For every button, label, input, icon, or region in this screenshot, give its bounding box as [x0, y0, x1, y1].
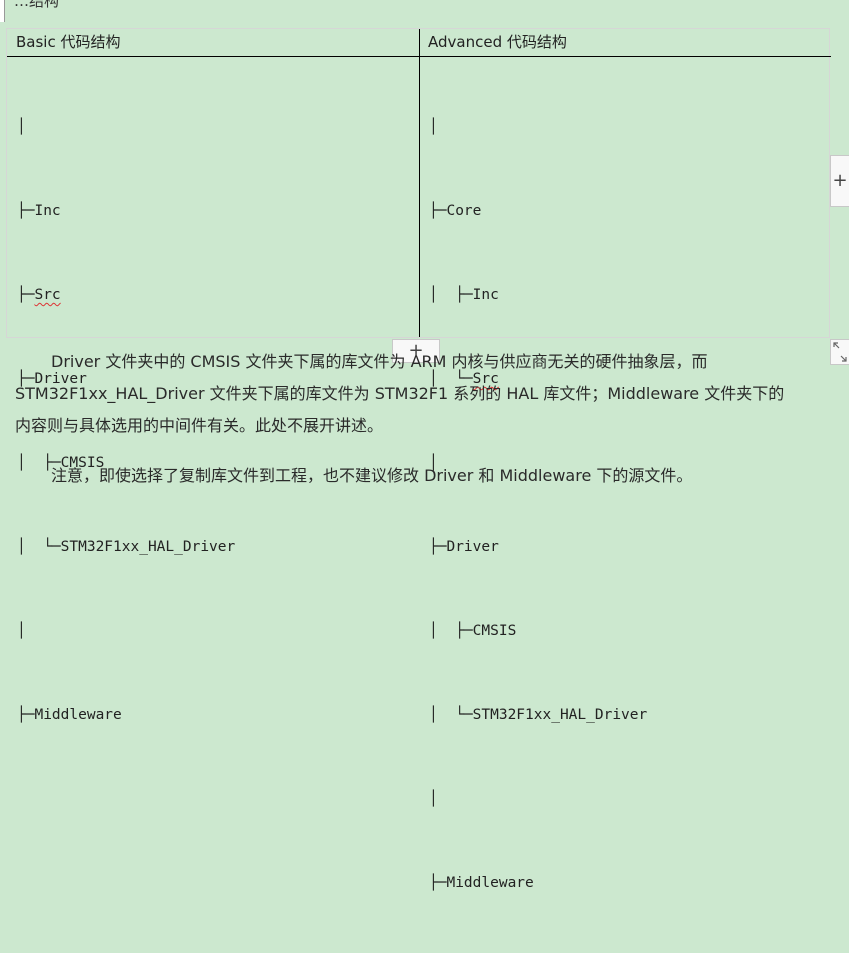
tree-branch: │ └─	[429, 371, 473, 387]
basic-structure-column: Basic 代码结构 │ ├─Inc ├─Src ├─Driver │ ├─CM…	[7, 29, 420, 723]
tree-line: │	[429, 119, 438, 135]
code-structure-table: Basic 代码结构 │ ├─Inc ├─Src ├─Driver │ ├─CM…	[6, 28, 831, 891]
paragraph-line: STM32F1xx_HAL_Driver 文件夹下属的库文件为 STM32F1 …	[15, 384, 785, 403]
paragraph-line: 注意，即使选择了复制库文件到工程，也不建议修改 Driver 和 Middlew…	[51, 466, 693, 485]
tree-line: │	[429, 455, 438, 471]
add-row-button[interactable]: +	[392, 339, 440, 363]
paragraph-line: Driver 文件夹中的 CMSIS 文件夹下属的库文件为 ARM 内核与供应商…	[51, 352, 708, 371]
spellcheck-word: Src	[472, 371, 499, 387]
tree-line: ├─Inc	[17, 203, 61, 219]
body-paragraph: Driver 文件夹中的 CMSIS 文件夹下属的库文件为 ARM 内核与供应商…	[15, 346, 830, 442]
tree-line: │	[17, 119, 26, 135]
tree-line: │ └─STM32F1xx_HAL_Driver	[429, 707, 648, 723]
tree-line: │ ├─Inc	[429, 287, 499, 303]
tree-line: │	[429, 791, 438, 807]
section-heading-fragment: …结构	[14, 0, 60, 10]
tree-line: │ └─Src	[429, 365, 831, 393]
tree-line: ├─Src	[17, 281, 419, 309]
spellcheck-word: Src	[34, 287, 61, 303]
tree-line: ├─Core	[429, 203, 482, 219]
resize-arrows-icon	[833, 342, 847, 362]
page-edge-marker	[0, 0, 5, 22]
advanced-structure-tree: │ ├─Core │ ├─Inc │ └─Src │ ├─Driver │ ├─…	[419, 57, 831, 953]
advanced-structure-header: Advanced 代码结构	[419, 29, 831, 57]
note-paragraph: 注意，即使选择了复制库文件到工程，也不建议修改 Driver 和 Middlew…	[15, 460, 830, 492]
add-column-button[interactable]: +	[830, 155, 849, 207]
table-resize-handle[interactable]	[830, 339, 849, 365]
tree-branch: ├─	[17, 287, 35, 303]
tree-line: │	[17, 623, 26, 639]
paragraph-line: 内容则与具体选用的中间件有关。此处不展开讲述。	[15, 416, 384, 435]
basic-structure-header: Basic 代码结构	[7, 29, 419, 57]
tree-line: ├─Driver	[429, 539, 499, 555]
tree-line: │ ├─CMSIS	[429, 623, 517, 639]
tree-line: │ └─STM32F1xx_HAL_Driver	[17, 539, 236, 555]
tree-line: ├─Middleware	[429, 875, 534, 891]
advanced-structure-column: Advanced 代码结构 │ ├─Core │ ├─Inc │ └─Src │…	[419, 29, 831, 891]
tree-line: ├─Driver	[17, 371, 87, 387]
tree-line: │ ├─CMSIS	[17, 455, 105, 471]
tree-line: ├─Middleware	[17, 707, 122, 723]
